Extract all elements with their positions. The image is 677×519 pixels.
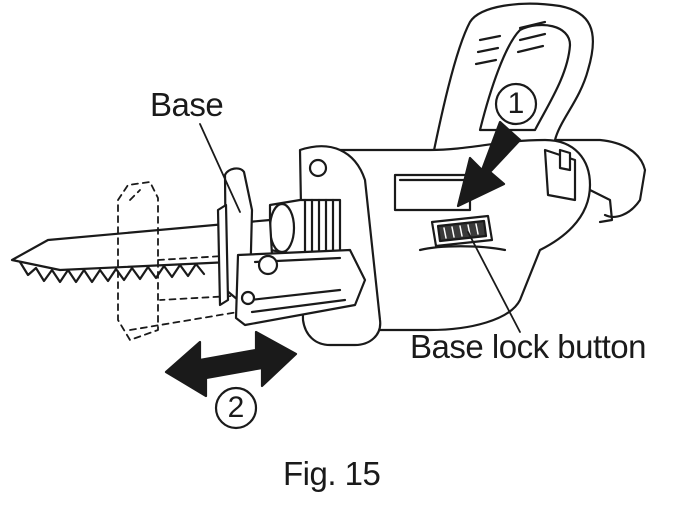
base-lock-button [430,214,494,248]
leader-lines [199,123,521,333]
step-2-number: 2 [227,391,245,424]
base-label: Base [150,86,224,123]
step-1-number: 1 [507,87,525,120]
figure-caption: Fig. 15 [283,455,381,492]
step-1-badge [494,82,538,126]
blade-clamp [268,198,342,257]
double-arrow-horizontal-icon [164,330,298,398]
step-2-badge [214,386,258,430]
base-lock-button-label: Base lock button [410,328,647,365]
arrow-down-left-icon [456,120,522,208]
base-shoe [216,167,367,327]
